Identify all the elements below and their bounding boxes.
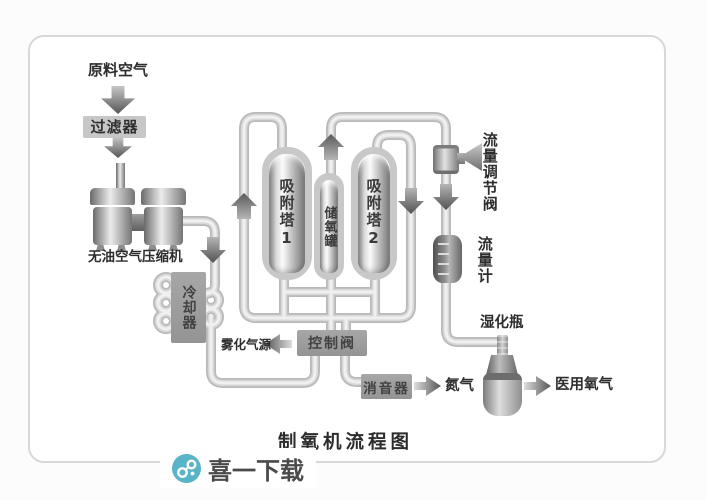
compressor-label: 无油空气压缩机 [88,249,183,265]
humidifier-cap [486,355,518,375]
flow-meter [433,235,462,283]
compressor-foot [148,245,157,251]
humidifier-body [483,373,522,416]
oxygen-tank-label: 储氧罐 [321,205,337,248]
adsorption-tower-1: 吸附塔1 [269,154,305,273]
arrow-right-nitrogen-icon [414,376,441,396]
compressor-inlet-stub [116,163,125,190]
arrow-down-right-pipe-icon [398,188,424,214]
humidifier-label: 湿化瓶 [480,315,524,331]
compressor-coupler [129,214,147,231]
humidifier-neck [497,335,508,358]
flow-valve-label: 流量调节阀 [480,132,499,212]
compressor-cylinder-left [93,207,132,245]
arrow-up-tank-outlet-icon [318,134,344,160]
flow-meter-label: 流量计 [475,236,494,284]
medical-oxygen-label: 医用氧气 [555,377,613,393]
control-valve-label: 控制阀 [308,336,356,352]
compressor-foot [96,245,105,251]
raw-air-label: 原料空气 [88,61,149,79]
diagram-title: 制氧机流程图 [278,432,414,453]
nitrogen-label: 氮气 [445,378,474,394]
flow-meter-scale [438,243,449,277]
compressor-foot [169,245,178,251]
link-molecule-icon [172,453,201,483]
oxygen-tank: 储氧罐 [320,180,338,273]
arrow-down-to-cooler-icon [200,237,226,263]
arrow-right-oxygen-icon [524,376,551,396]
flow-valve-stem [457,153,465,164]
watermark-text: 喜一下载 [208,456,304,485]
compressor-head-right [141,188,186,205]
muffler-box: 消音器 [361,374,412,399]
muffler-label: 消音器 [363,380,410,397]
adsorption-tower-1-label: 吸附塔1 [277,178,296,249]
arrow-up-left-pipe-icon [231,193,257,219]
atomizing-source-label: 雾化气源 [221,337,272,352]
watermark: 喜一下载 [160,448,316,488]
adsorption-tower-2: 吸附塔2 [358,154,390,273]
compressor-cylinder-right [144,207,183,245]
diagram-canvas [28,35,666,463]
compressor-head-left [90,188,135,205]
compressor-foot [117,245,126,251]
arrow-down-to-flowmeter-icon [433,184,459,210]
cooler-label: 冷却器 [180,285,197,330]
cooler-box: 冷却器 [171,272,206,343]
adsorption-tower-2-label: 吸附塔2 [364,178,383,249]
flow-arrows [200,134,551,396]
flow-valve-body [433,145,459,174]
filter-box: 过滤器 [90,117,139,136]
control-valve-box: 控制阀 [297,330,367,356]
arrow-left-atomizing-icon [265,334,292,354]
